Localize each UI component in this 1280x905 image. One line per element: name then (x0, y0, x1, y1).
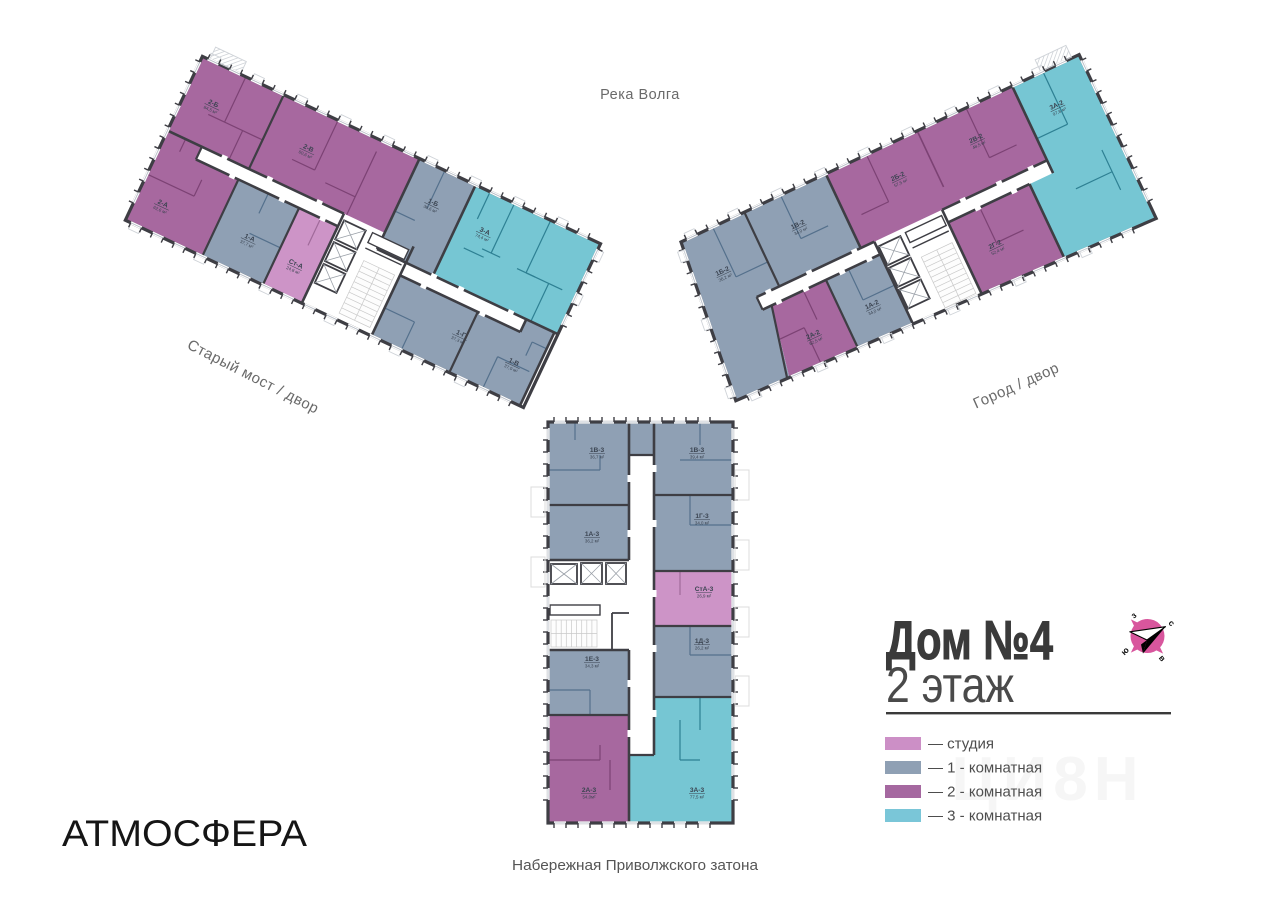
svg-text:77,5 м²: 77,5 м² (690, 795, 705, 800)
svg-text:СтА-3: СтА-3 (695, 586, 714, 593)
svg-text:— 3 - комнатная: — 3 - комнатная (928, 808, 1042, 825)
svg-text:39,4 м²: 39,4 м² (690, 455, 705, 460)
svg-text:1В-3: 1В-3 (690, 447, 705, 454)
svg-text:ЦИ8Н: ЦИ8Н (951, 745, 1144, 814)
svg-text:1Е-3: 1Е-3 (585, 656, 599, 663)
svg-text:Река Волга: Река Волга (600, 87, 680, 103)
svg-text:1А-3: 1А-3 (585, 531, 600, 538)
svg-text:— 2 - комнатная: — 2 - комнатная (928, 784, 1042, 801)
svg-text:37,0 м²: 37,0 м² (503, 363, 519, 374)
svg-text:48,5 м²: 48,5 м² (971, 139, 987, 150)
svg-text:34,3 м²: 34,3 м² (585, 664, 600, 669)
svg-text:34,0 м²: 34,0 м² (867, 306, 883, 317)
svg-text:1-Г: 1-Г (455, 329, 467, 340)
svg-text:74,4 м²: 74,4 м² (474, 232, 490, 243)
svg-text:24,8 м²: 24,8 м² (285, 265, 301, 276)
svg-text:80,6 м²: 80,6 м² (298, 149, 314, 160)
svg-text:37,7 м²: 37,7 м² (239, 239, 255, 250)
svg-text:1-А: 1-А (243, 233, 256, 244)
svg-text:36,2 м²: 36,2 м² (585, 539, 600, 544)
svg-text:2 этаж: 2 этаж (886, 657, 1014, 713)
svg-text:3А-3: 3А-3 (690, 787, 705, 794)
svg-text:3-А: 3-А (478, 226, 491, 237)
svg-text:— студия: — студия (928, 736, 994, 753)
svg-text:АТМОСФЕРА: АТМОСФЕРА (62, 813, 307, 854)
svg-text:38,6 м²: 38,6 м² (423, 204, 439, 215)
svg-text:с: с (1166, 618, 1177, 628)
svg-text:1В-3: 1В-3 (590, 447, 605, 454)
svg-text:1-Б: 1-Б (427, 198, 440, 209)
svg-text:54,0м²: 54,0м² (582, 795, 596, 800)
svg-text:Дом №4: Дом №4 (886, 609, 1053, 671)
svg-text:1Г-3: 1Г-3 (695, 513, 709, 520)
svg-text:52,4 м²: 52,4 м² (990, 245, 1006, 256)
svg-text:в: в (1157, 653, 1168, 663)
svg-text:2-В: 2-В (302, 143, 315, 154)
svg-text:57,5 м²: 57,5 м² (893, 177, 909, 188)
svg-text:34,0 м²: 34,0 м² (793, 225, 809, 236)
svg-text:з: з (1129, 610, 1139, 620)
svg-text:36,2 м²: 36,2 м² (718, 272, 734, 283)
svg-text:62,5 м²: 62,5 м² (808, 335, 824, 346)
svg-text:2-А: 2-А (156, 199, 169, 210)
svg-text:1-В: 1-В (507, 357, 520, 368)
svg-text:97,8 м²: 97,8 м² (1052, 106, 1068, 117)
svg-text:2-Б: 2-Б (207, 99, 220, 110)
svg-text:34,0 м²: 34,0 м² (695, 521, 710, 526)
svg-text:Набережная Приволжского затона: Набережная Приволжского затона (512, 857, 759, 874)
svg-text:62,6 м²: 62,6 м² (152, 205, 168, 216)
svg-text:37,3 м²: 37,3 м² (450, 335, 466, 346)
svg-text:36,7 м²: 36,7 м² (590, 455, 605, 460)
svg-text:1Д-3: 1Д-3 (695, 638, 710, 645)
svg-text:84,5 м²: 84,5 м² (203, 105, 219, 116)
svg-text:26,9 м²: 26,9 м² (697, 594, 712, 599)
svg-text:26,2 м²: 26,2 м² (695, 646, 710, 651)
svg-text:2А-3: 2А-3 (582, 787, 597, 794)
svg-text:— 1 - комнатная: — 1 - комнатная (928, 760, 1042, 777)
